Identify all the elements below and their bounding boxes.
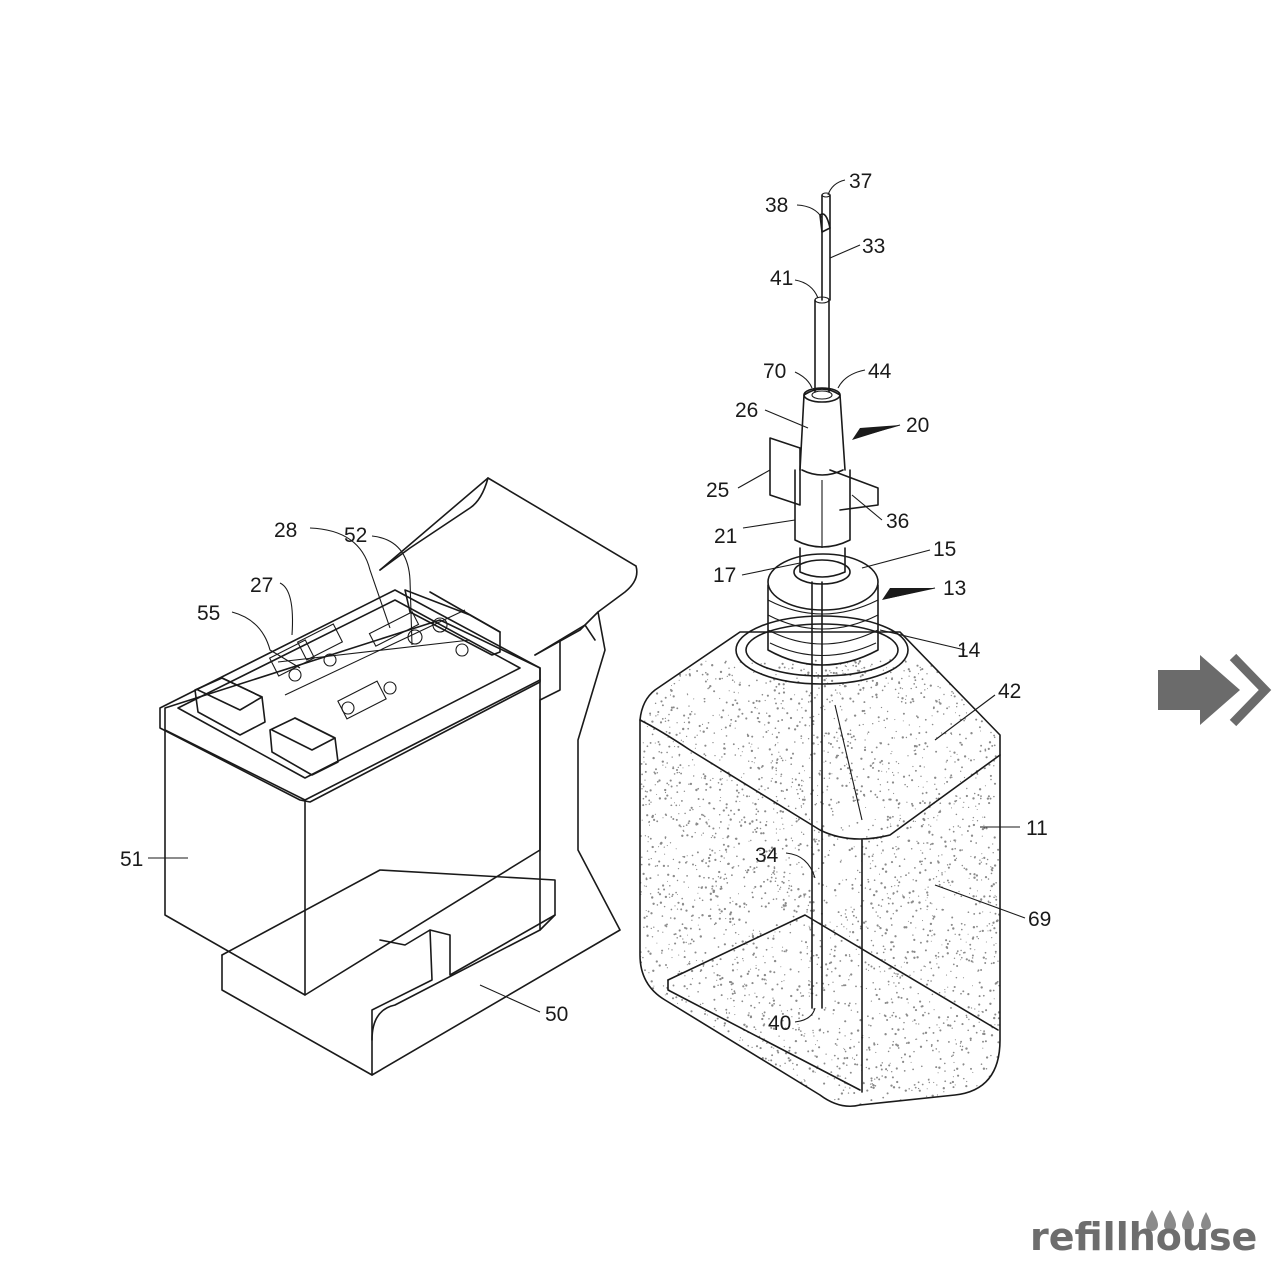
label-26: 26 (735, 399, 758, 422)
label-37: 37 (849, 170, 872, 193)
label-41: 41 (770, 267, 793, 290)
label-55: 55 (197, 602, 220, 625)
label-44: 44 (868, 360, 892, 383)
reference-labels: 37 38 33 41 70 44 26 20 25 36 21 15 17 1… (120, 170, 1051, 1035)
label-13: 13 (943, 577, 966, 600)
label-50: 50 (545, 1003, 568, 1026)
right-arrow-icon[interactable] (1158, 653, 1272, 727)
ink-bottle (639, 192, 1001, 1108)
label-20: 20 (906, 414, 929, 437)
label-15: 15 (933, 538, 956, 561)
label-28: 28 (274, 519, 297, 542)
label-38: 38 (765, 194, 788, 217)
label-70: 70 (763, 360, 786, 383)
leader-lines (148, 179, 1026, 1023)
pointer-arrows (852, 424, 936, 600)
brand-logo: refillhouse (1030, 1210, 1257, 1259)
ink-cartridge (159, 477, 638, 1076)
label-27: 27 (250, 574, 273, 597)
label-34: 34 (755, 844, 779, 867)
label-11: 11 (1026, 817, 1048, 840)
label-42: 42 (998, 680, 1021, 703)
label-17: 17 (713, 564, 736, 587)
label-14: 14 (957, 639, 981, 662)
label-33: 33 (862, 235, 885, 258)
label-51: 51 (120, 848, 143, 871)
brand-logo-text: refillhouse (1030, 1215, 1257, 1259)
label-21: 21 (714, 525, 737, 548)
ink-fill-pattern (640, 659, 1000, 1107)
label-25: 25 (706, 479, 729, 502)
ink-drops-icon (1146, 1210, 1211, 1231)
label-69: 69 (1028, 908, 1051, 931)
label-36: 36 (886, 510, 909, 533)
label-40: 40 (768, 1012, 791, 1035)
label-52: 52 (344, 524, 367, 547)
